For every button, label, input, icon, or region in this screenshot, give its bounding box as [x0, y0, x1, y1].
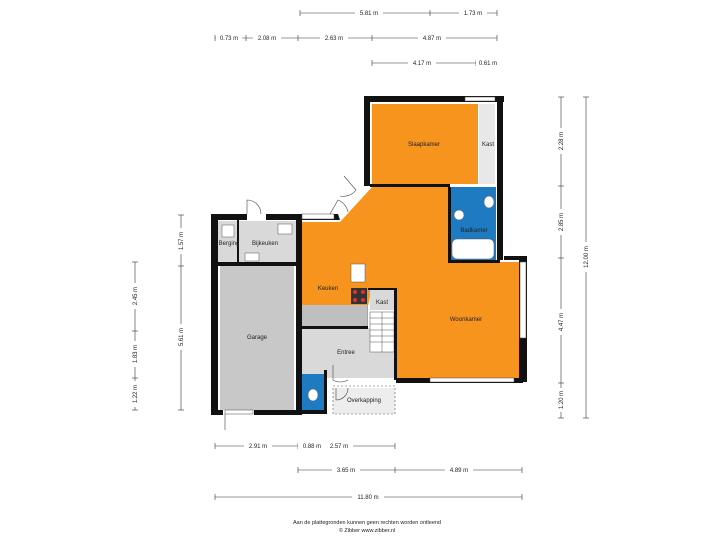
footer-disclaimer: Aan de plattegronden kunnen geen rechten…: [293, 520, 441, 526]
room-woonkamer: [301, 187, 519, 378]
berging-boiler-icon: [221, 224, 235, 238]
dim-left-2-45: 2.45 m: [133, 287, 139, 305]
label-keuken: Keuken: [318, 286, 338, 292]
toilet-bowl-icon: [483, 195, 495, 209]
dim-bottom-0-88: 0.88 m: [303, 444, 321, 450]
footer-copyright: © Zibber www.zibber.nl: [339, 527, 395, 534]
washbasin-icon: [453, 209, 465, 221]
overkapping-outline: [332, 385, 396, 415]
dim-bottom-4-89: 4.89 m: [450, 468, 468, 474]
label-woonkamer: Woonkamer: [450, 317, 482, 323]
dim-left-1-57: 1.57 m: [179, 232, 185, 250]
room-garage: [220, 266, 294, 410]
dim-left-1-22: 1.22 m: [133, 385, 139, 403]
stove-icon: [351, 288, 367, 304]
room-slaapkamer: [372, 104, 478, 184]
bathtub-icon: [451, 238, 495, 260]
dim-right-12-00: 12.00 m: [584, 246, 590, 268]
room-kast-mid: [370, 290, 394, 310]
label-overkapping: Overkapping: [347, 398, 381, 404]
dim-bottom-2-91: 2.91 m: [249, 444, 267, 450]
room-labels: Slaapkamer Kast Badkamer Berging Bijkeuk…: [219, 142, 495, 404]
dim-top-2-63: 2.63 m: [325, 36, 343, 42]
label-entree: Entree: [337, 350, 355, 356]
dim-bottom-3-65: 3.65 m: [337, 468, 355, 474]
bijkeuken-sink-icon: [277, 223, 293, 235]
dim-top-5-81: 5.81 m: [360, 11, 378, 17]
dim-top-1-73: 1.73 m: [464, 11, 482, 17]
dim-bottom-2-57: 2.57 m: [330, 444, 348, 450]
room-overkapping: [333, 388, 395, 414]
wc-icon: [307, 388, 319, 402]
dim-right-2-85: 2.85 m: [559, 213, 565, 231]
dimension-labels: 5.81 m 1.73 m 0.73 m 2.08 m 2.63 m 4.87 …: [131, 9, 590, 501]
dim-top-4-87: 4.87 m: [423, 36, 441, 42]
label-kast-mid: Kast: [376, 300, 388, 306]
dim-left-1-83: 1.83 m: [133, 345, 139, 363]
dim-right-1-20: 1.20 m: [559, 391, 565, 409]
label-badkamer: Badkamer: [460, 228, 487, 234]
dim-right-2-28: 2.28 m: [559, 132, 565, 150]
room-kast-top: [479, 104, 495, 184]
staircase: [369, 311, 395, 353]
dim-right-4-47: 4.47 m: [559, 313, 565, 331]
label-kast-top: Kast: [482, 142, 494, 148]
label-slaapkamer: Slaapkamer: [408, 142, 440, 148]
kitchen-sink-icon: [350, 263, 366, 283]
dim-left-5-61: 5.61 m: [179, 328, 185, 346]
windows: [224, 96, 527, 415]
label-berging: Berging: [219, 241, 240, 247]
dim-top-0-73: 0.73 m: [220, 36, 238, 42]
dim-top-0-61: 0.61 m: [479, 61, 497, 67]
dim-bottom-11-80: 11.80 m: [357, 495, 378, 501]
dim-top-4-17: 4.17 m: [413, 61, 431, 67]
label-garage: Garage: [247, 335, 268, 341]
fixtures: [221, 195, 495, 402]
dim-top-2-08: 2.08 m: [258, 36, 276, 42]
footer: Aan de plattegronden kunnen geen rechten…: [293, 520, 441, 534]
doors: [224, 175, 357, 430]
room-keuken-counter: [301, 305, 367, 327]
label-bijkeuken: Bijkeuken: [252, 241, 278, 247]
bijkeuken-washer-icon: [244, 252, 260, 262]
